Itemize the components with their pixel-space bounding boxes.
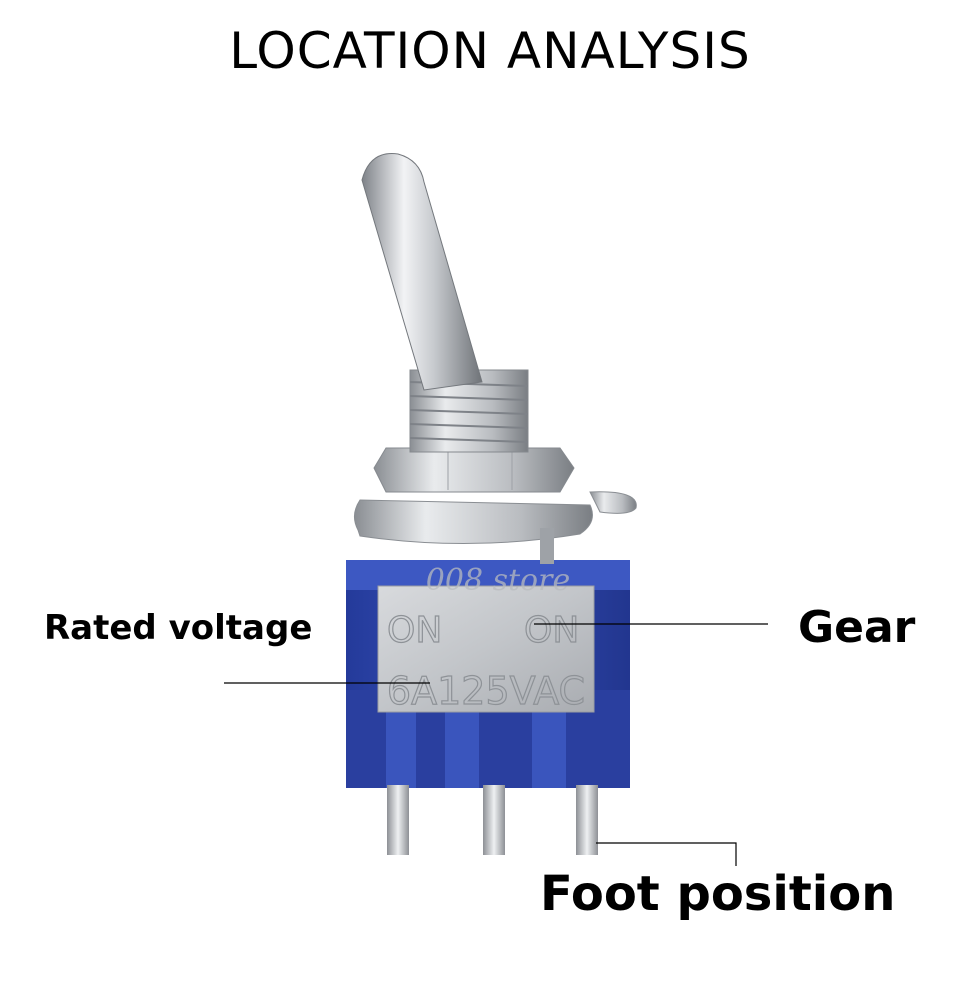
callout-lines (224, 623, 768, 866)
toggle-lever (361, 153, 483, 391)
metal-front-plate: ON ON 6A125VAC (377, 585, 595, 714)
foot-position-leader-line (596, 842, 737, 866)
foot-position-label: Foot position (540, 866, 896, 922)
hex-nut (373, 447, 575, 493)
plate-rating-text: 6A125VAC (387, 669, 585, 713)
watermark-text: 008 store (426, 563, 570, 598)
page-title: LOCATION ANALYSIS (229, 22, 751, 80)
terminal-pins (387, 785, 598, 855)
rated-voltage-label: Rated voltage (44, 608, 313, 648)
washer (354, 491, 637, 564)
gear-label: Gear (798, 602, 916, 653)
plate-right-on-text: ON (524, 610, 579, 651)
plate-left-on-text: ON (387, 610, 442, 651)
